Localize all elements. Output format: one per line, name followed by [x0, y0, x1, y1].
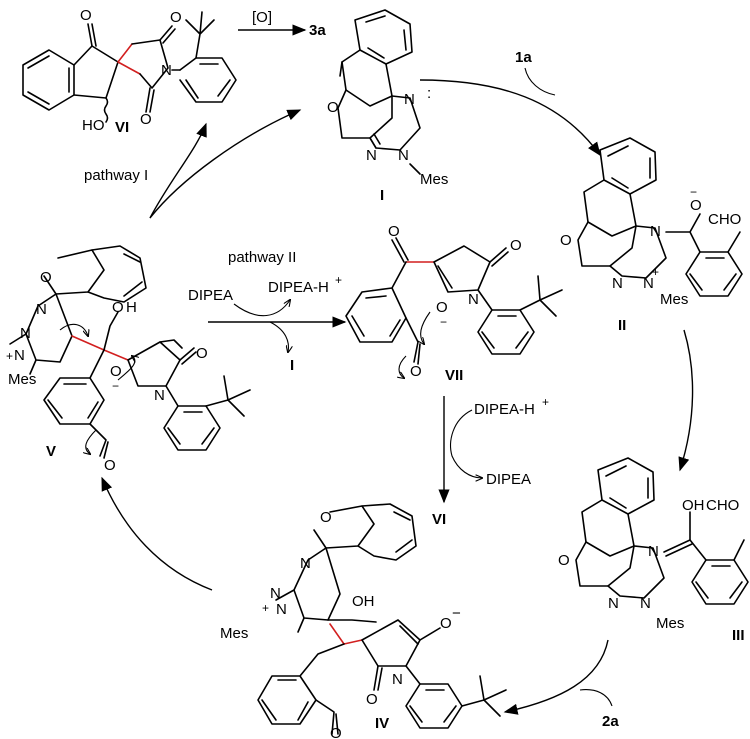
iv-n3: N: [276, 601, 287, 618]
arrow-add-1a: [419, 79, 601, 157]
iv-enolate-charge: −: [452, 605, 461, 622]
oxidation-product-3a: 3a: [309, 22, 326, 39]
ii-n1: N: [650, 223, 661, 240]
vi-imide-o-bottom: O: [140, 111, 152, 128]
arrow-pathway-1-to-I: [149, 109, 302, 219]
i-carbene: :: [427, 85, 431, 102]
v-enolate-o: O: [110, 363, 122, 380]
vi-imide-o-top: O: [170, 9, 182, 26]
ii-mes: Mes: [660, 291, 688, 308]
v-oh-o: O: [112, 299, 124, 316]
v-n1: N: [36, 301, 47, 318]
ii-alkoxide: O: [690, 197, 702, 214]
structure-III: [575, 457, 749, 605]
vii-enolate-charge: −: [440, 315, 447, 329]
vii-imide-n: N: [468, 291, 479, 308]
structure-V: [9, 245, 251, 459]
i-n2: N: [366, 147, 377, 164]
iv-plus: +: [262, 601, 269, 615]
oxidation-reagent: [O]: [252, 9, 272, 26]
label-II: II: [618, 317, 626, 334]
label-IV: IV: [375, 715, 389, 732]
structure-VI-spiro: [22, 11, 237, 123]
iii-oxygen: O: [558, 552, 570, 569]
iv-mes: Mes: [220, 625, 248, 642]
proton-source-charge: +: [542, 395, 549, 409]
label-V: V: [46, 443, 56, 460]
v-enolate-charge: −: [112, 379, 119, 393]
label-VI-top: VI: [115, 119, 129, 136]
vi-ketone-o: O: [80, 7, 92, 24]
iv-n-imide: N: [392, 671, 403, 688]
iv-oh: OH: [352, 593, 375, 610]
iv-aldehyde-o: O: [330, 725, 342, 739]
iv-enolate-o: O: [440, 615, 452, 632]
ii-plus: +: [652, 265, 659, 279]
iv-carbonyl-o: O: [366, 691, 378, 708]
proton-source: DIPEA-H: [474, 401, 535, 418]
pathway-2-label: pathway II: [228, 249, 296, 266]
vi-hydroxyl: HO: [82, 117, 105, 134]
iii-cho: CHO: [706, 497, 739, 514]
v-imide-n: N: [154, 387, 165, 404]
structure-II: [577, 137, 743, 297]
iii-n3: N: [640, 595, 651, 612]
v-ring-o: O: [40, 269, 52, 286]
label-III: III: [732, 627, 745, 644]
v-aldehyde-o: O: [104, 457, 116, 474]
v-oh-h: H: [126, 299, 137, 316]
i-n1: N: [404, 91, 415, 108]
arrow-IV-to-V: [101, 476, 213, 591]
reagent-2a: 2a: [602, 713, 619, 730]
base-regenerated: DIPEA: [486, 471, 531, 488]
i-n3: N: [398, 147, 409, 164]
pathway-2-conj-acid-charge: +: [335, 273, 342, 287]
iv-n1: N: [300, 555, 311, 572]
v-n3: N: [14, 347, 25, 364]
arrow-II-to-III: [678, 329, 694, 472]
structure-I-catalyst: [337, 9, 421, 151]
pathway-2-released-catalyst: I: [290, 357, 294, 374]
ii-oxygen: O: [560, 232, 572, 249]
arrow-pathway-1-to-VI: [149, 122, 207, 219]
iii-mes: Mes: [656, 615, 684, 632]
iv-ring-o: O: [320, 509, 332, 526]
ii-n2: N: [612, 275, 623, 292]
reagent-1a: 1a: [515, 49, 532, 66]
v-plus: +: [6, 349, 13, 363]
ii-alkoxide-charge: −: [690, 185, 697, 199]
iii-oh: OH: [682, 497, 705, 514]
v-mes: Mes: [8, 371, 36, 388]
ii-cho: CHO: [708, 211, 741, 228]
label-I-catalyst: I: [380, 187, 384, 204]
v-carbonyl-o: O: [196, 345, 208, 362]
vii-ketone-o: O: [388, 223, 400, 240]
pathway-2-base: DIPEA: [188, 287, 233, 304]
pathway-2-conj-acid: DIPEA-H: [268, 279, 329, 296]
structure-VII: [345, 237, 563, 365]
i-mes: Mes: [420, 171, 448, 188]
label-VII: VII: [445, 367, 463, 384]
label-VI-bottom: VI: [432, 511, 446, 528]
vii-carbonyl-o: O: [510, 237, 522, 254]
i-oxygen: O: [327, 99, 339, 116]
structure-IV: [257, 503, 507, 735]
iii-n2: N: [608, 595, 619, 612]
ii-n3: N: [643, 275, 654, 292]
vi-imide-n: N: [161, 62, 172, 79]
iii-n1: N: [648, 543, 659, 560]
iv-n2: N: [270, 585, 281, 602]
v-n2: N: [20, 325, 31, 342]
arrow-add-2a: [503, 639, 609, 715]
vii-enolate-o: O: [436, 299, 448, 316]
pathway-1-label: pathway I: [84, 167, 148, 184]
vii-aldehyde-o: O: [410, 363, 422, 380]
